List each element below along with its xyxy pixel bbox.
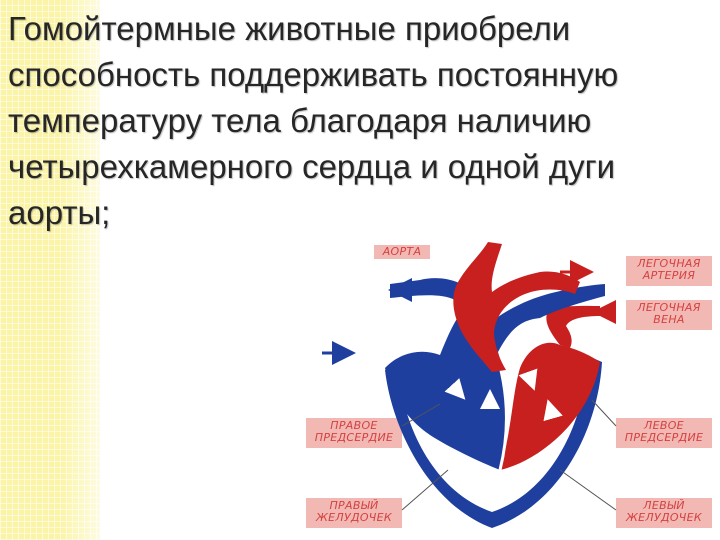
label-box-pulmonary-artery <box>626 256 712 286</box>
leader-left-atrium <box>591 399 617 427</box>
label-line: ЛЕВЫЙ <box>643 499 685 512</box>
label-box-aorta <box>374 245 430 259</box>
label-aorta-text: АОРТА <box>382 245 422 258</box>
label-line: ЛЕВОЕ <box>644 419 684 432</box>
arrow-left-atrium-flow <box>518 368 538 391</box>
arrow-left-ventricle-flow <box>543 399 563 422</box>
label-right-atrium: ПРАВОЕ ПРЕДСЕРДИЕ <box>304 420 404 444</box>
label-box-pulmonary-vein <box>626 300 712 330</box>
label-line: ПРАВОЕ <box>330 419 378 432</box>
leader-right-ventricle <box>401 469 449 511</box>
label-box-right-atrium <box>306 418 402 448</box>
decorative-stripe-fade <box>60 0 120 540</box>
leader-left-ventricle <box>559 469 617 511</box>
pulmonary-artery-right <box>478 284 605 352</box>
label-right-ventricle: ПРАВЫЙ ЖЕЛУДОЧЕК <box>304 500 404 524</box>
aorta-vessel <box>453 242 580 372</box>
label-left-ventricle: ЛЕВЫЙ ЖЕЛУДОЧЕК <box>614 500 714 524</box>
label-pulmonary-vein: ЛЕГОЧНАЯ ВЕНА <box>619 302 719 326</box>
label-box-left-ventricle <box>616 498 712 528</box>
title-line: аорты; <box>8 194 111 231</box>
title-line: четырехкамерного сердца и одной дуги <box>8 148 616 185</box>
pulmonary-vein-vessel <box>546 305 600 348</box>
slide-title: Гомойтермные животные приобрели способно… <box>8 6 708 236</box>
label-left-atrium: ЛЕВОЕ ПРЕДСЕРДИЕ <box>614 420 714 444</box>
label-line: ЖЕЛУДОЧЕК <box>625 511 703 524</box>
title-line: Гомойтермные животные приобрели <box>8 10 571 47</box>
label-pulmonary-artery: ЛЕГОЧНАЯ АРТЕРИЯ <box>619 258 719 282</box>
label-line: ПРЕДСЕРДИЕ <box>624 431 704 444</box>
title-line: способность поддерживать постоянную <box>8 56 619 93</box>
label-line: ВЕНА <box>653 313 685 326</box>
label-line: АРТЕРИЯ <box>642 269 696 282</box>
label-line: ПРАВЫЙ <box>329 499 379 512</box>
label-box-right-ventricle <box>306 498 402 528</box>
label-box-left-atrium <box>616 418 712 448</box>
label-aorta: АОРТА <box>352 246 452 258</box>
label-line: ЛЕГОЧНАЯ <box>637 257 701 270</box>
label-line: ПРЕДСЕРДИЕ <box>314 431 394 444</box>
leader-right-atrium <box>401 403 441 427</box>
title-line: температуру тела благодаря наличию <box>8 102 592 139</box>
arrow-right-atrium-flow <box>444 378 466 400</box>
label-line: ЛЕГОЧНАЯ <box>637 301 701 314</box>
heart-outer-wall <box>385 356 602 528</box>
label-line: ЖЕЛУДОЧЕК <box>315 511 393 524</box>
